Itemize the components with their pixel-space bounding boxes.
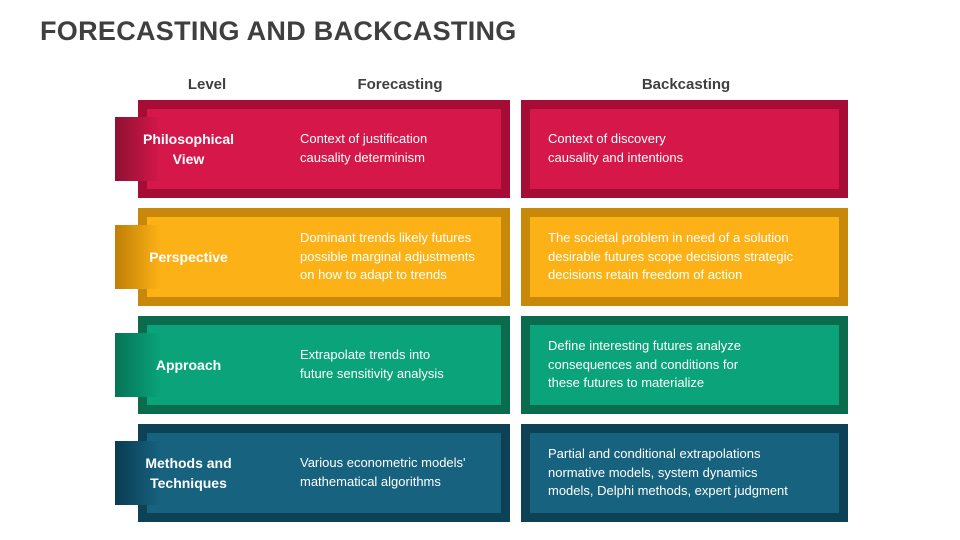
backcasting-text: Define interesting futures analyze conse…: [548, 337, 741, 391]
backcasting-cell-inner: The societal problem in need of a soluti…: [530, 217, 839, 297]
table-row-methods-and-techniques: Various econometric models' mathematical…: [0, 424, 960, 522]
backcasting-cell-inner: Partial and conditional extrapolations n…: [530, 433, 839, 513]
level-arrow-banner: Philosophical View: [115, 117, 290, 181]
level-arrow-banner: Perspective: [115, 225, 290, 289]
column-header-backcasting: Backcasting: [641, 76, 731, 93]
table-row-perspective: Dominant trends likely futures possible …: [0, 208, 960, 306]
forecasting-text: Context of justification causality deter…: [300, 131, 428, 165]
backcasting-cell-inner: Define interesting futures analyze conse…: [530, 325, 839, 405]
level-arrow-banner: Methods and Techniques: [115, 441, 290, 505]
page-title: FORECASTING AND BACKCASTING: [40, 16, 517, 46]
backcasting-cell: Partial and conditional extrapolations n…: [521, 424, 848, 522]
backcasting-text: The societal problem in need of a soluti…: [548, 229, 793, 283]
level-label: Methods and Techniques: [145, 454, 232, 491]
backcasting-cell: Context of discovery causality and inten…: [521, 100, 848, 198]
backcasting-text: Partial and conditional extrapolations n…: [548, 445, 788, 499]
level-arrow-banner: Approach: [115, 333, 290, 397]
level-label: Approach: [155, 356, 222, 373]
forecasting-text: Extrapolate trends into future sensitivi…: [300, 347, 444, 381]
table-row-philosophical-view: Context of justification causality deter…: [0, 100, 960, 198]
table-row-approach: Extrapolate trends into future sensitivi…: [0, 316, 960, 414]
backcasting-text: Context of discovery causality and inten…: [548, 131, 684, 165]
level-label: Perspective: [149, 248, 228, 265]
backcasting-cell: Define interesting futures analyze conse…: [521, 316, 848, 414]
forecasting-text: Various econometric models' mathematical…: [300, 455, 466, 489]
column-header-level: Level: [187, 76, 227, 93]
column-header-forecasting: Forecasting: [357, 76, 443, 93]
forecasting-text: Dominant trends likely futures possible …: [300, 229, 475, 283]
backcasting-cell: The societal problem in need of a soluti…: [521, 208, 848, 306]
level-label: Philosophical View: [142, 130, 234, 167]
backcasting-cell-inner: Context of discovery causality and inten…: [530, 109, 839, 189]
